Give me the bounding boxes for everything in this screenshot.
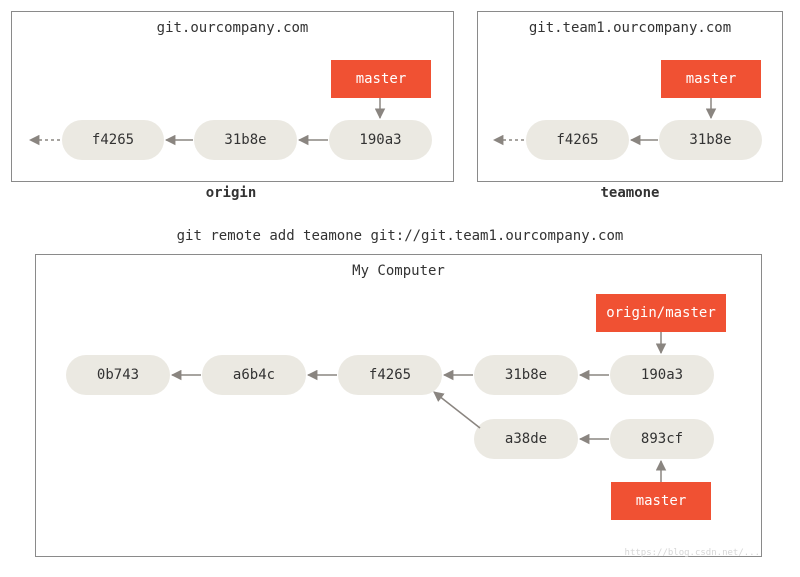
teamone-remote-name: teamone xyxy=(600,185,660,201)
local-commit-893cf: 893cf xyxy=(610,419,714,459)
local-master-branch: master xyxy=(611,482,711,520)
teamone-commit-31b8e: 31b8e xyxy=(659,120,762,160)
origin-remote-name: origin xyxy=(205,185,257,201)
origin-host-title: git.ourcompany.com xyxy=(156,20,309,36)
origin-commit-31b8e: 31b8e xyxy=(194,120,297,160)
local-origin-master-branch: origin/master xyxy=(596,294,726,332)
local-commit-a6b4c: a6b4c xyxy=(202,355,306,395)
local-commit-190a3: 190a3 xyxy=(610,355,714,395)
teamone-master-branch: master xyxy=(661,60,761,98)
git-command-text: git remote add teamone git://git.team1.o… xyxy=(176,228,624,244)
origin-commit-f4265: f4265 xyxy=(62,120,164,160)
local-arrow-a38de-f4265 xyxy=(433,391,481,429)
teamone-host-title: git.team1.ourcompany.com xyxy=(528,20,732,36)
local-commit-a38de: a38de xyxy=(474,419,578,459)
local-commit-31b8e: 31b8e xyxy=(474,355,578,395)
local-computer-title: My Computer xyxy=(352,263,445,279)
origin-commit-190a3: 190a3 xyxy=(329,120,432,160)
local-commit-0b743: 0b743 xyxy=(66,355,170,395)
watermark-text: https://blog.csdn.net/... xyxy=(624,548,760,558)
teamone-commit-f4265: f4265 xyxy=(526,120,629,160)
origin-master-branch: master xyxy=(331,60,431,98)
local-commit-f4265: f4265 xyxy=(338,355,442,395)
